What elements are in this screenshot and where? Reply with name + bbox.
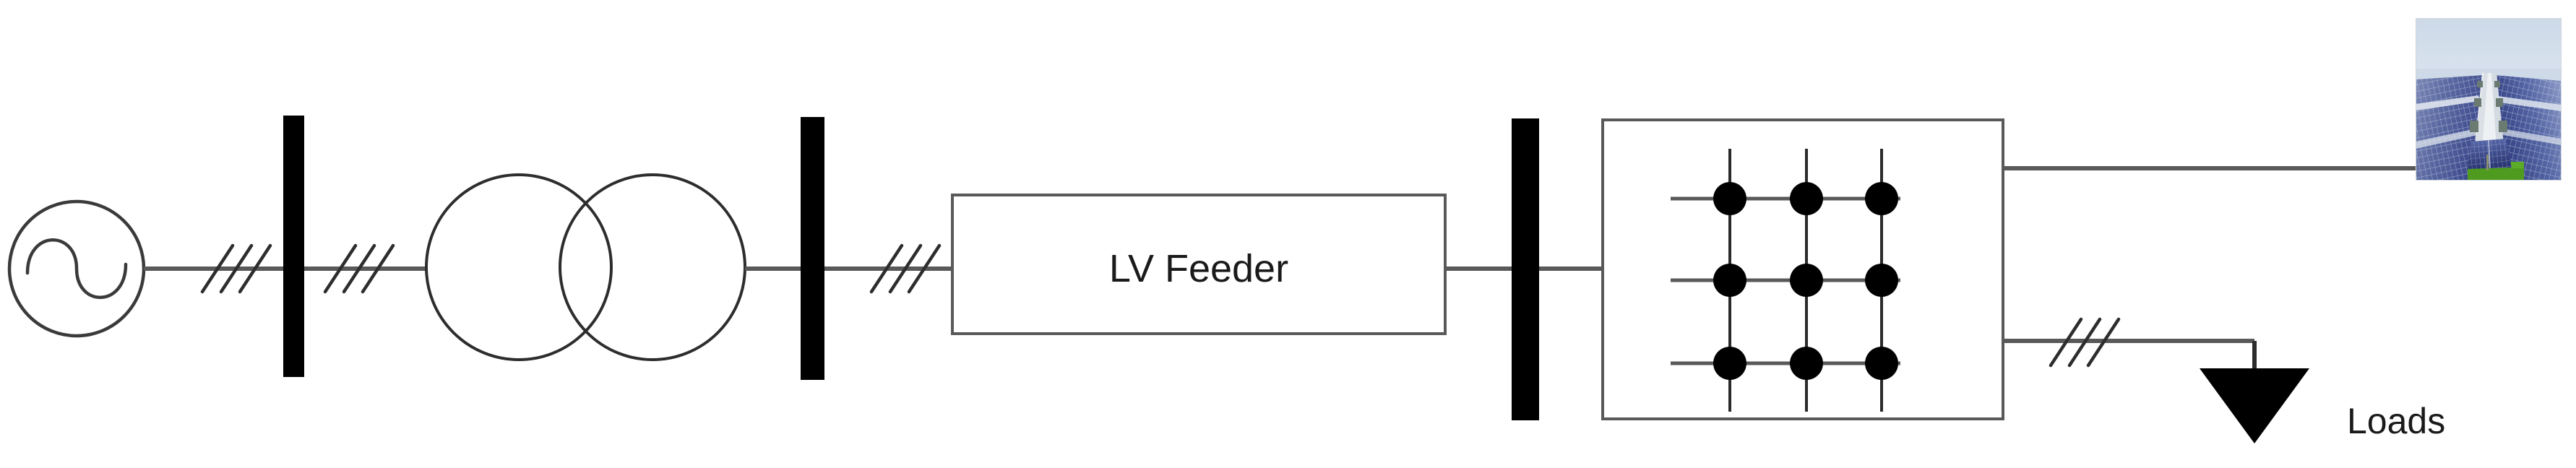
lv-feeder-block[interactable]: LV Feeder	[951, 194, 1447, 335]
busbar-3	[1512, 118, 1539, 420]
load-symbol-group: Loads	[2200, 368, 2445, 443]
pv-array-photo	[2416, 18, 2562, 181]
mesh-node	[1865, 182, 1898, 215]
busbar-2	[801, 117, 824, 380]
lv-feeder-label: LV Feeder	[1109, 247, 1288, 290]
phase-marker-icon-3	[869, 243, 942, 294]
phase-marker-icon-1	[200, 243, 272, 294]
pv-foreground-panels	[2467, 139, 2512, 169]
sine-wave-icon	[25, 238, 128, 299]
mesh-node	[1713, 347, 1746, 380]
ac-source-symbol	[7, 199, 146, 338]
mesh-nodes	[1713, 182, 1898, 380]
mesh-node	[1865, 264, 1898, 297]
loads-label: Loads	[2347, 401, 2445, 441]
phase-marker-icon-2	[323, 243, 395, 294]
phase-marker-icon-4	[2049, 317, 2121, 368]
load-triangle-icon	[2200, 368, 2309, 443]
lv-feeder-box[interactable]	[951, 194, 1447, 335]
pv-support-post	[2486, 155, 2489, 170]
mesh-node	[1713, 264, 1746, 297]
mesh-network-block[interactable]	[1601, 118, 2004, 420]
transformer-primary-winding-circle	[425, 173, 613, 361]
busbar-1	[283, 116, 304, 377]
transformer-symbol	[425, 173, 746, 361]
pv-mounting-clamps	[2470, 81, 2507, 132]
mesh-horizontal-lines	[1671, 196, 1900, 365]
mesh-node	[1713, 182, 1746, 215]
transformer-secondary-winding-circle	[559, 173, 746, 361]
mesh-node	[1790, 264, 1823, 297]
mesh-node	[1865, 347, 1898, 380]
mesh-node	[1790, 182, 1823, 215]
mesh-node	[1790, 347, 1823, 380]
